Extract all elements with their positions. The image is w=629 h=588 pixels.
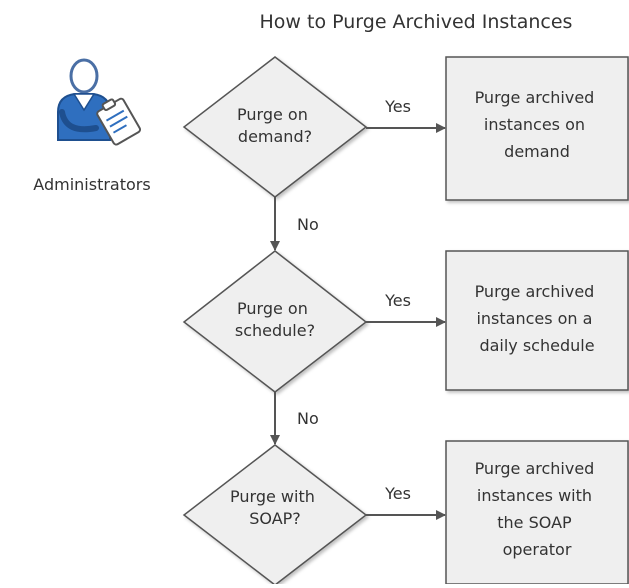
action-2-line-3: daily schedule (479, 336, 594, 355)
diagram-title: How to Purge Archived Instances (260, 11, 573, 33)
action-box-3 (445, 440, 629, 585)
action-3-text: Purge archived instances with the SOAP o… (475, 459, 600, 559)
action-3-line-1: Purge archived (475, 459, 595, 478)
decision-1-text: Purge on demand? (237, 105, 313, 146)
action-box-2 (445, 250, 629, 391)
action-1-text: Purge archived instances on demand (475, 88, 600, 161)
no-label-2: No (297, 409, 319, 428)
administrator-with-clipboard-icon (57, 58, 142, 146)
yes-label-3: Yes (384, 484, 411, 503)
action-3-line-4: operator (503, 540, 572, 559)
decision-1-line-1: Purge on (237, 105, 308, 124)
actor-label: Administrators (33, 175, 150, 194)
decision-1-line-2: demand? (238, 127, 312, 146)
yes-label-2: Yes (384, 291, 411, 310)
action-1-line-1: Purge archived (475, 88, 595, 107)
action-1-line-3: demand (504, 142, 570, 161)
action-3-line-2: instances with (477, 486, 592, 505)
action-3-line-3: the SOAP (497, 513, 572, 532)
action-2-text: Purge archived instances on a daily sche… (475, 282, 600, 355)
decision-2-text: Purge on schedule? (235, 299, 315, 340)
no-label-1: No (297, 215, 319, 234)
decision-3-text: Purge with SOAP? (230, 487, 320, 528)
decision-3-line-1: Purge with (230, 487, 315, 506)
action-1-line-2: instances on (484, 115, 585, 134)
decision-2-line-1: Purge on (237, 299, 308, 318)
action-2-line-1: Purge archived (475, 282, 595, 301)
decision-3-line-2: SOAP? (249, 509, 301, 528)
decision-2-line-2: schedule? (235, 321, 315, 340)
action-2-line-2: instances on a (476, 309, 592, 328)
action-box-1 (445, 56, 629, 201)
yes-label-1: Yes (384, 97, 411, 116)
